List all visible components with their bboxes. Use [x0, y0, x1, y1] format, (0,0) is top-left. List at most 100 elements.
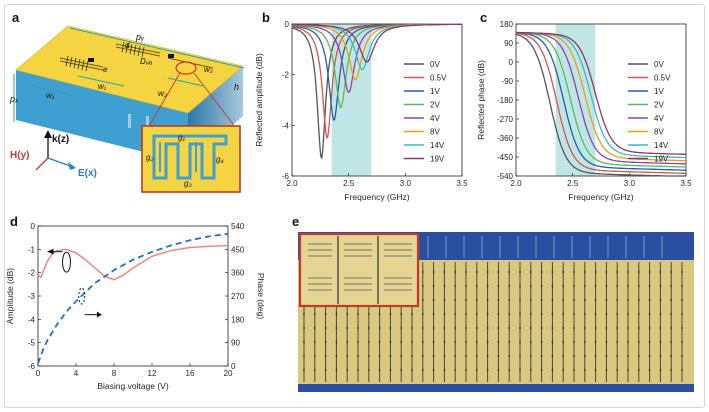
varactor-dot — [367, 355, 370, 357]
varactor-dot — [486, 327, 489, 329]
varactor-dot — [583, 327, 586, 329]
varactor-dot — [529, 327, 532, 329]
varactor-dot — [421, 299, 424, 301]
varactor-dot — [454, 355, 457, 357]
varactor-dot — [616, 369, 619, 371]
varactor-dot — [627, 369, 629, 371]
legend-label: 8V — [430, 128, 440, 137]
x-tick-label: 2.0 — [286, 179, 298, 188]
y-tick-label: -4 — [282, 121, 290, 130]
varactor-dot — [303, 369, 305, 371]
legend-label: 0.5V — [430, 74, 447, 83]
y-tick-label: -450 — [497, 153, 514, 162]
varactor-dot — [616, 271, 619, 273]
varactor-dot — [519, 299, 521, 301]
varactor-dot — [303, 341, 305, 343]
varactor-dot — [486, 355, 489, 357]
x-tick-label: 16 — [186, 369, 195, 378]
varactor-dot — [594, 369, 597, 371]
x-tick-label: 3.0 — [400, 179, 412, 188]
varactor-dot — [303, 327, 305, 329]
varactor-dot — [529, 355, 532, 357]
varactor-dot — [573, 271, 575, 273]
varactor-dot — [551, 327, 554, 329]
varactor-dot — [681, 299, 683, 301]
y-tick-label: -3 — [28, 292, 36, 301]
x-tick-label: 3.0 — [624, 179, 636, 188]
legend-label: 1V — [654, 87, 664, 96]
varactor-dot — [529, 341, 532, 343]
y-tick-label: -1 — [28, 245, 36, 254]
varactor-dot — [378, 369, 381, 371]
varactor-dot — [551, 299, 554, 301]
varactor-dot — [313, 341, 316, 343]
varactor-dot — [421, 271, 424, 273]
x-tick-label: 3.5 — [456, 179, 468, 188]
varactor-dot — [465, 327, 467, 329]
varactor-dot — [637, 341, 640, 343]
varactor-dot — [605, 285, 608, 287]
varactor-dot — [519, 313, 521, 315]
varactor-dot — [497, 355, 500, 357]
varactor-dot — [378, 341, 381, 343]
varactor-dot — [324, 327, 327, 329]
varactor-dot — [497, 313, 500, 315]
varactor-dot — [562, 313, 565, 315]
series-line-1V — [516, 32, 686, 171]
varactor-dot — [627, 313, 629, 315]
panel-label-a: a — [12, 10, 20, 25]
varactor-dot — [605, 299, 608, 301]
varactor-dot — [681, 313, 683, 315]
varactor — [168, 54, 174, 58]
varactor-dot — [367, 341, 370, 343]
varactor-dot — [519, 341, 521, 343]
varactor-dot — [454, 341, 457, 343]
varactor-dot — [400, 369, 403, 371]
y-tick-label: -270 — [497, 115, 514, 124]
varactor-dot — [454, 369, 457, 371]
panel-label-b: b — [262, 10, 270, 25]
varactor-dot — [443, 299, 446, 301]
y2-axis-label: Phase (deg) — [256, 273, 266, 319]
legend-label: 1V — [430, 87, 440, 96]
amplitude-arrowhead — [47, 248, 54, 255]
varactor-dot — [594, 341, 597, 343]
x-tick-label: 4 — [74, 369, 79, 378]
series-line-2V — [516, 31, 686, 168]
y-tick-label: -6 — [282, 172, 290, 181]
varactor-dot — [540, 299, 543, 301]
varactor-dot — [335, 327, 338, 329]
varactor-dot — [648, 355, 651, 357]
panel-a-schematic: pᵧ pₓ w₁ w₁ w₂ w₂ e d Dᵥᵢₐ h k(z) H(y) E… — [9, 25, 245, 193]
varactor-dot — [616, 341, 619, 343]
series-line-0V — [515, 33, 686, 177]
varactor-dot — [357, 313, 359, 315]
dim-label: w₂ — [158, 89, 167, 98]
dim-label: pᵧ — [135, 32, 145, 42]
varactor-dot — [454, 327, 457, 329]
varactor-dot — [562, 299, 565, 301]
gold-surface — [15, 25, 244, 114]
varactor-dot — [616, 285, 619, 287]
dim-label: w₁ — [98, 82, 107, 91]
dim-label: e — [103, 65, 108, 74]
varactor-dot — [616, 355, 619, 357]
x-axis-label: Frequency (GHz) — [344, 192, 409, 202]
varactor-dot — [594, 271, 597, 273]
varactor-dot — [540, 341, 543, 343]
y2-tick-label: 270 — [231, 292, 245, 301]
varactor-dot — [508, 313, 511, 315]
varactor-dot — [519, 327, 521, 329]
varactor-dot — [637, 299, 640, 301]
y-tick-label: -180 — [497, 96, 514, 105]
varactor-dot — [335, 313, 338, 315]
y-tick-label: -4 — [28, 315, 36, 324]
varactor-dot — [519, 369, 521, 371]
y-tick-label: 0 — [285, 20, 290, 29]
varactor-dot — [551, 313, 554, 315]
varactor — [88, 58, 94, 62]
varactor-dot — [670, 271, 673, 273]
varactor-dot — [357, 369, 359, 371]
varactor-dot — [303, 355, 305, 357]
